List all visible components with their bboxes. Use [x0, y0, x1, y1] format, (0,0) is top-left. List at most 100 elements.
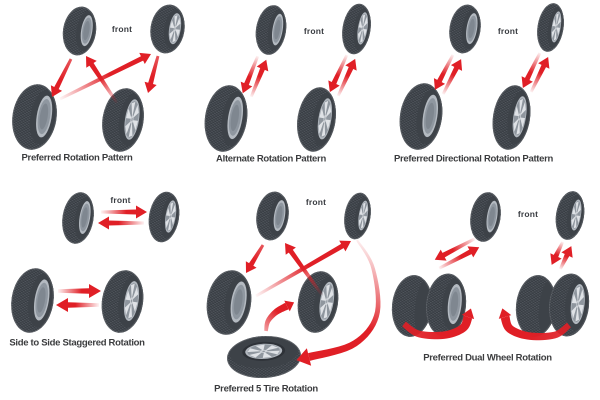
- wheel-spoke: [360, 30, 363, 43]
- wheel-spoke: [513, 118, 519, 132]
- arrow-front-left-to-front-right: [101, 205, 147, 219]
- wheel-barrel-center: [276, 205, 283, 226]
- wheel-spoke: [171, 217, 175, 226]
- wheel-spoke: [132, 301, 138, 312]
- wheel-spoke: [362, 14, 366, 27]
- wheel-hub-center: [324, 117, 326, 121]
- arrow-head: [461, 308, 475, 320]
- tire-rear-left-outer: [391, 275, 434, 337]
- panel-preferred-dual-wheel-rotation: [391, 191, 590, 341]
- tire-rear-left: [204, 85, 248, 152]
- tire-rear-right: [297, 87, 337, 152]
- wheel-spoke: [174, 15, 178, 27]
- caption-alternate-rotation-pattern: Alternate Rotation Pattern: [216, 153, 326, 164]
- wheel-spoke: [363, 204, 368, 215]
- wheel-barrel-center: [39, 103, 49, 130]
- arrows-preferred-rotation-pattern: [50, 52, 160, 104]
- wheel-spoke: [575, 306, 579, 322]
- tire-rear-left-inner: [425, 273, 467, 337]
- wheel-spoke: [321, 121, 326, 137]
- wheel-spoke: [572, 206, 576, 215]
- front-label-2: front: [497, 26, 519, 36]
- wheel-hub-center: [262, 350, 266, 352]
- wheel-hub-center: [170, 215, 172, 218]
- wheel-hub-center: [131, 117, 133, 122]
- panel-side-to-side-staggered-rotation: [11, 191, 180, 333]
- tire-rear-left: [399, 83, 443, 150]
- wheel-spoke: [325, 103, 332, 118]
- wheel-spoke: [576, 286, 581, 302]
- arrow-front-right-to-rear-right: [144, 55, 160, 93]
- wheel-barrel-center: [425, 102, 435, 130]
- panel-preferred-5-tire-rotation: [206, 191, 381, 379]
- tire-front-left: [470, 192, 501, 242]
- wheel-spoke: [125, 290, 131, 301]
- wheel-spoke: [363, 28, 367, 38]
- tire-rear-right: [102, 88, 144, 152]
- wheel-hub-center: [362, 214, 364, 217]
- wheel-hub-center: [362, 27, 364, 30]
- tire-front-right: [537, 3, 565, 52]
- wheel-spoke: [576, 215, 581, 224]
- wheel-spoke: [265, 345, 279, 351]
- wheel-barrel-center: [233, 289, 243, 315]
- arrow-rear-right-to-front-left: [285, 243, 324, 296]
- wheel-spoke: [131, 283, 135, 299]
- arrow-rear-left-to-front-right: [59, 52, 151, 101]
- wheel-spoke: [126, 108, 132, 119]
- wheel-spoke: [175, 29, 180, 38]
- wheel-spoke: [552, 18, 556, 27]
- front-label-5: front: [517, 209, 539, 219]
- arrow-front-left-to-rear-left: [240, 55, 260, 94]
- wheel-spoke: [132, 104, 139, 118]
- panel-preferred-rotation-pattern: [12, 4, 185, 152]
- tire-rear-right-inner: [515, 275, 558, 337]
- wheel-barrel-center: [468, 18, 475, 39]
- wheel-spoke: [556, 27, 561, 36]
- wheel-spoke: [169, 20, 175, 29]
- wheel-spoke: [576, 201, 579, 213]
- wheel-barrel-center: [230, 104, 240, 132]
- wheel-hub-center: [555, 25, 557, 29]
- wheel-hub-center: [174, 27, 176, 30]
- wheel-spoke: [169, 29, 175, 40]
- front-label-3: front: [110, 195, 131, 205]
- wheel-spoke: [168, 218, 171, 231]
- wheel-spoke: [128, 122, 133, 138]
- tire-front-left: [256, 191, 289, 241]
- wheel-spoke: [171, 204, 176, 216]
- tire-spare: [227, 335, 301, 379]
- arrow-front-right-to-front-left: [98, 216, 144, 230]
- wheel-barrel-center: [81, 207, 88, 228]
- wheel-spoke: [132, 120, 138, 131]
- arrows-preferred-dual-wheel-rotation: [402, 237, 573, 341]
- tire-rear-left: [11, 268, 54, 333]
- wheel-spoke: [553, 28, 557, 41]
- wheel-spoke: [124, 302, 131, 316]
- tire-rear-right: [492, 85, 531, 150]
- arrow-front-left-to-rear-left: [50, 58, 73, 97]
- arrow-body: [500, 315, 571, 341]
- wheel-spoke: [556, 15, 561, 26]
- wheel-hub-center: [519, 115, 521, 119]
- wheel-spoke: [170, 202, 174, 215]
- arrow-body: [264, 302, 289, 332]
- wheel-spoke: [519, 98, 523, 115]
- wheel-spoke: [514, 105, 520, 117]
- wheel-spoke: [266, 350, 280, 355]
- wheel-spoke: [576, 203, 581, 214]
- wheel-spoke: [262, 352, 272, 359]
- wheel-spoke: [520, 101, 526, 116]
- wheel-spoke: [358, 216, 363, 227]
- wheel-spoke: [516, 119, 520, 135]
- arrow-rear-right-dual-to-front-right: [559, 246, 573, 270]
- caption-preferred-dual-wheel-rotation: Preferred Dual Wheel Rotation: [423, 352, 552, 363]
- wheel-spoke: [172, 30, 176, 43]
- wheel-hub-center: [575, 213, 577, 217]
- wheel-spoke: [573, 217, 577, 229]
- arrow-rear-right-to-front-right: [529, 57, 550, 93]
- wheel-spoke: [125, 120, 132, 135]
- tire-front-left: [62, 192, 94, 244]
- wheel-spoke: [326, 284, 330, 299]
